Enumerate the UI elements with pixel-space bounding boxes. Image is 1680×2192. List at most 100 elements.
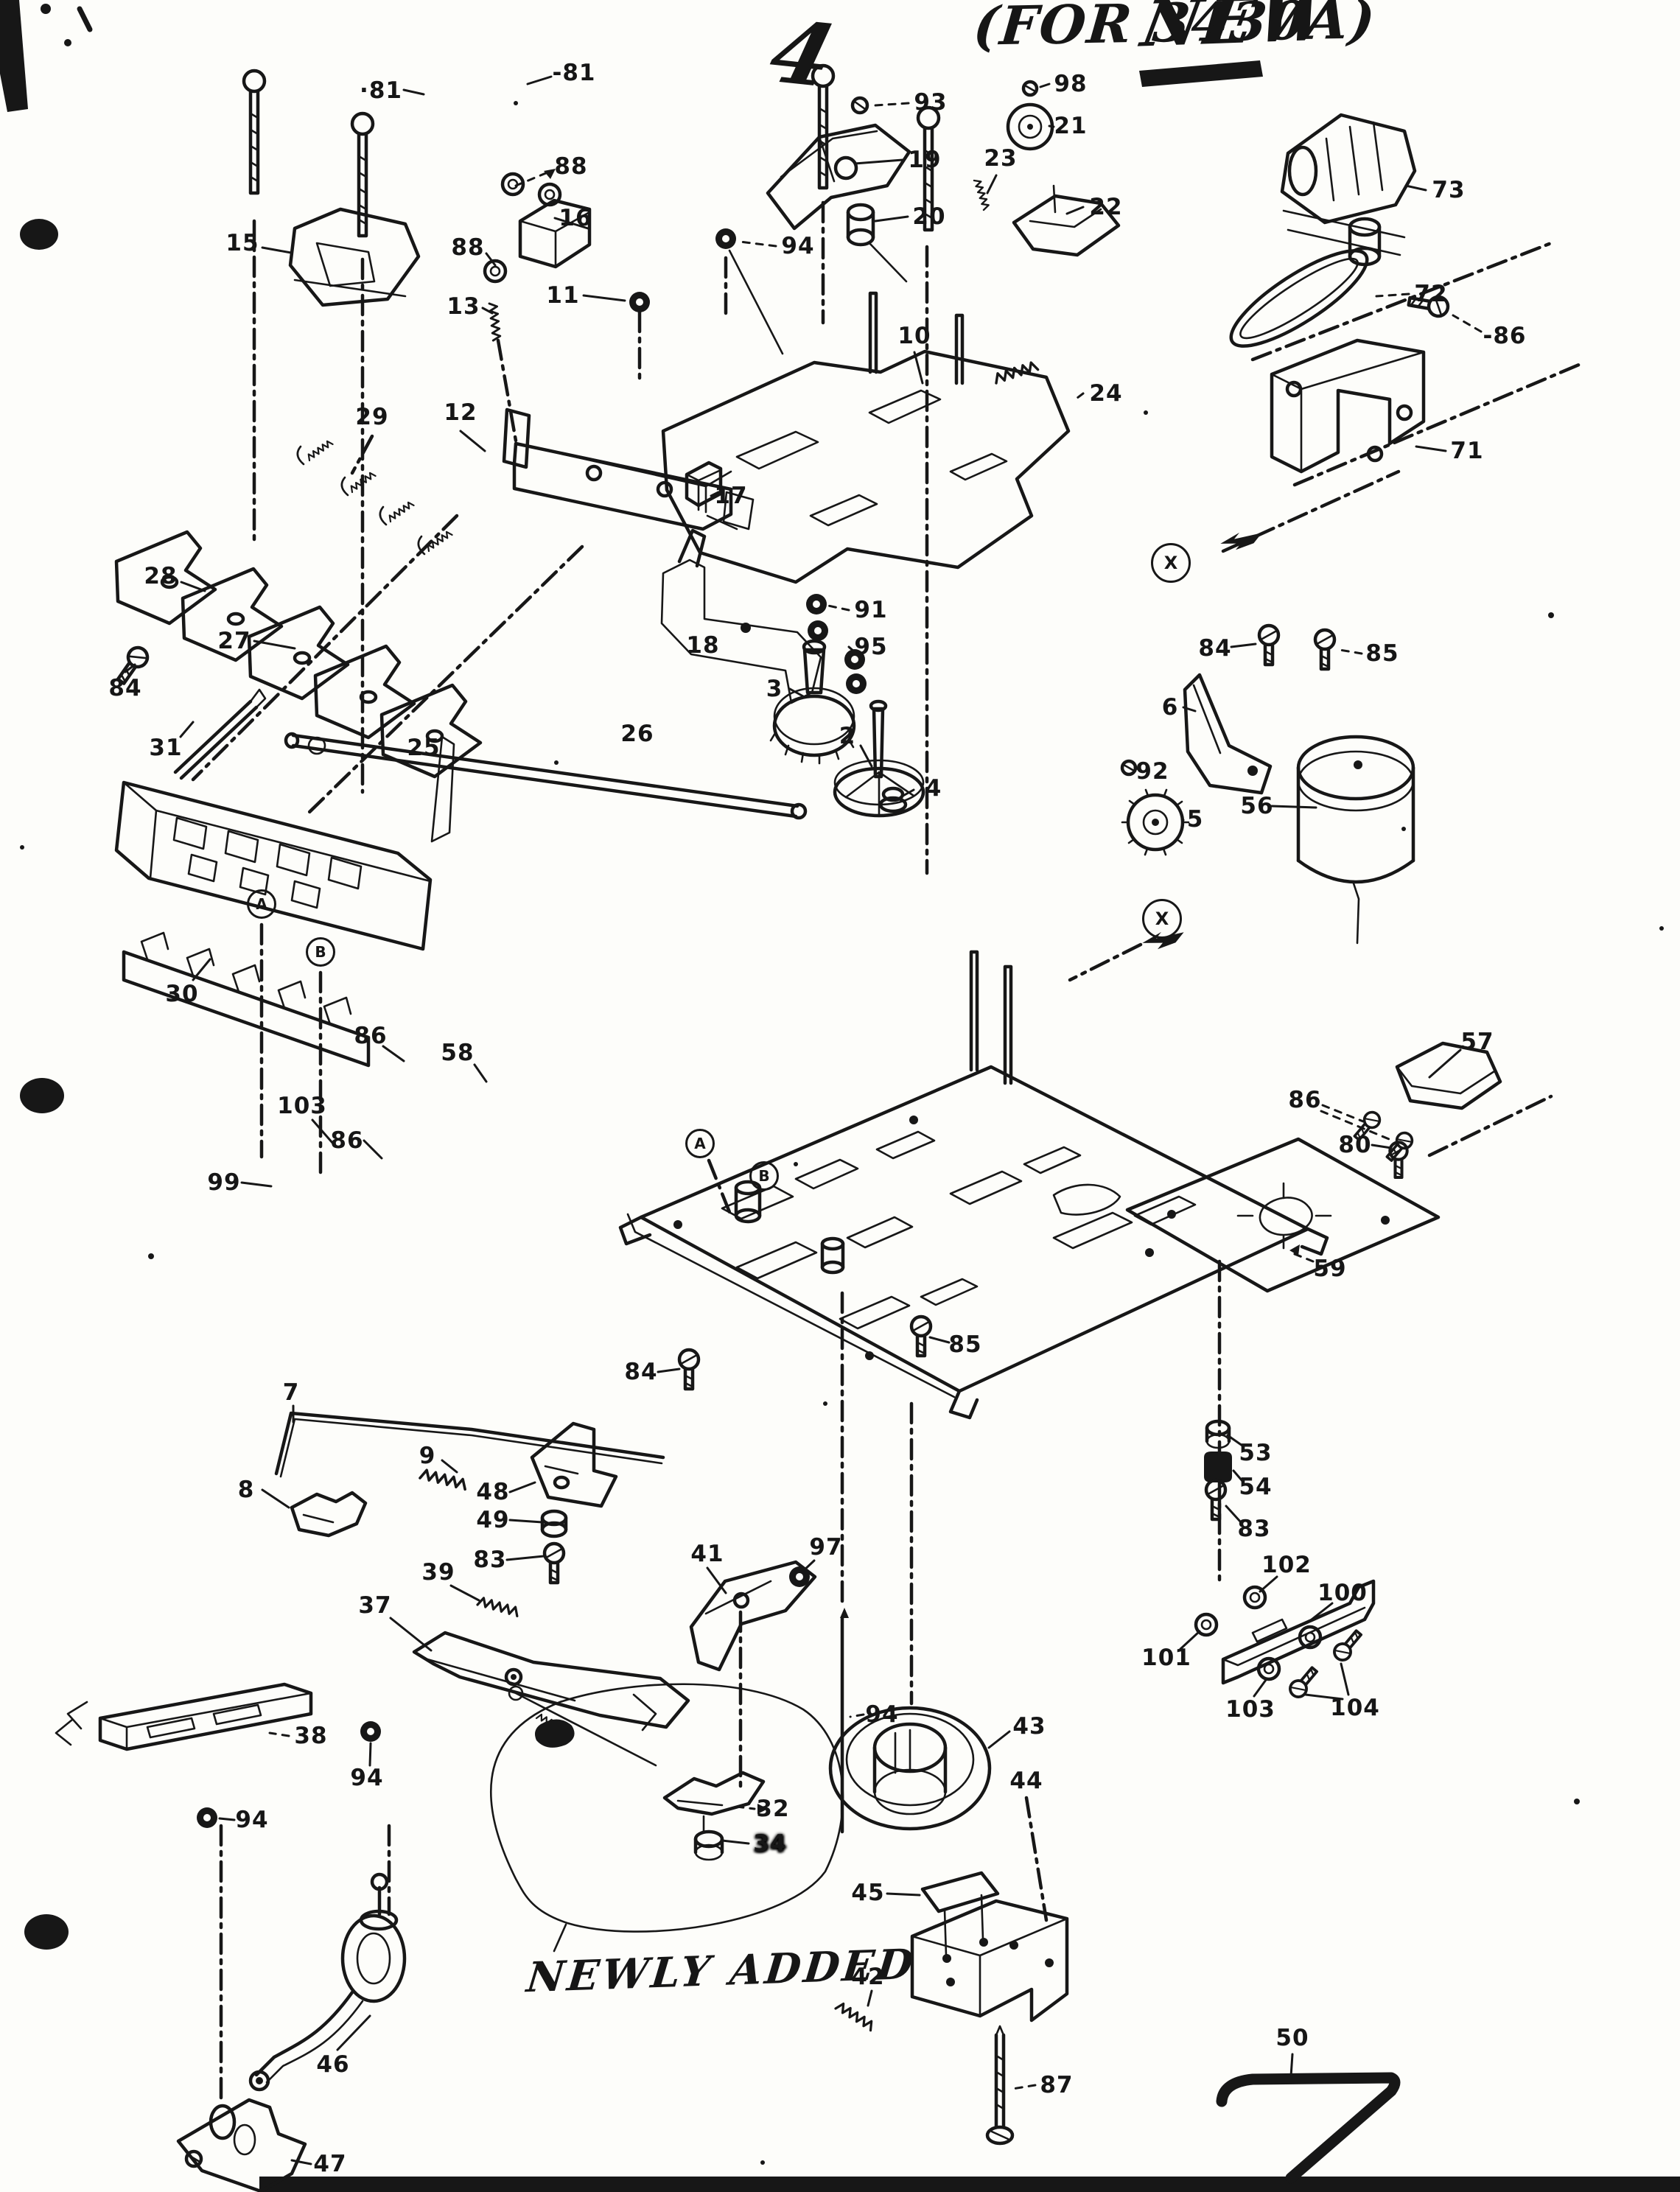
part-label-100-70: 100 (1317, 1580, 1368, 1606)
part-2-rotor (833, 699, 925, 818)
part-label-42-82: 42 (851, 1964, 885, 1990)
part-6-lever (1183, 673, 1273, 795)
part-label-56-43: 56 (1240, 793, 1274, 819)
part-32-clip (662, 1771, 766, 1834)
part-label-31-35: 31 (149, 735, 183, 761)
part-11-nut (629, 292, 650, 312)
part-label-98-18: 98 (1054, 71, 1088, 97)
part-label-95-29: 95 (854, 634, 888, 660)
part-label-103-72: 103 (1225, 1696, 1275, 1723)
part-48-bracket (530, 1421, 618, 1508)
part-label-57-44: 57 (1460, 1029, 1494, 1055)
part-label-32-77: 32 (756, 1796, 790, 1822)
part-30-guide-strip (122, 931, 371, 1068)
part-57-bracket (1349, 1041, 1502, 1177)
part-label-12-8: 12 (444, 399, 477, 426)
assembly-marker-b1: B (306, 937, 335, 967)
part-12-lever-bar (502, 407, 755, 531)
part-label-17-24: 17 (714, 483, 748, 509)
part-label-85-39: 85 (1365, 640, 1399, 667)
part-41-lever (689, 1560, 817, 1672)
part-label-94-75: 94 (350, 1765, 384, 1791)
part-label-26-26: 26 (620, 721, 654, 747)
new-underline (1139, 60, 1263, 87)
newly-added-loop (489, 1683, 844, 1953)
part-13-spring (488, 301, 502, 342)
part-label-81-0: ·81 (360, 77, 402, 104)
part-18-lever-wire (660, 528, 822, 704)
part-label-53-66: 53 (1239, 1440, 1273, 1466)
part-label-13-6: 13 (447, 293, 480, 320)
part-label-29-9: 29 (355, 404, 389, 430)
part-39-spring (476, 1595, 521, 1618)
part-label-20-13: 20 (912, 203, 946, 230)
part-21-pulley (1006, 80, 1054, 151)
part-94-washer-top (715, 228, 784, 355)
part-38-plate (55, 1682, 313, 1751)
part-label-22-14: 22 (1089, 194, 1123, 220)
part-label-43-79: 43 (1012, 1713, 1046, 1740)
part-label-2-30: 2 (839, 723, 856, 749)
part-53-54-83-column (1204, 1419, 1232, 1519)
part-label-38-74: 38 (294, 1723, 328, 1749)
part-label-88-4: 88 (451, 234, 485, 261)
part-label-84-53: 84 (624, 1359, 658, 1385)
part-label-39-61: 39 (421, 1559, 455, 1586)
part-label-8-57: 8 (237, 1477, 255, 1503)
part-92-screw (1120, 759, 1138, 777)
part-label-34-78: 34 (753, 1830, 787, 1857)
part-25-slider-plate (114, 780, 433, 951)
part-label-103-50: 103 (277, 1093, 327, 1119)
part-label-71-23: 71 (1450, 438, 1484, 464)
part-label-4-31: 4 (925, 775, 942, 802)
part-label-81-1: -81 (552, 60, 596, 86)
part-label-54-67: 54 (1239, 1474, 1273, 1500)
part-label-27-33: 27 (217, 628, 251, 654)
part-15-bracket (288, 207, 421, 307)
assembly-marker-a2: A (685, 1129, 715, 1158)
assembly-marker-b2: B (749, 1161, 779, 1191)
part-label-41-63: 41 (690, 1541, 724, 1567)
part-label-86-51: 86 (330, 1127, 364, 1154)
part-45-flag (920, 1871, 1000, 1963)
part-31-pin (173, 688, 267, 780)
part-26-shaft (284, 732, 808, 820)
handwritten-title-new: NEW (1136, 0, 1342, 62)
part-label-28-32: 28 (144, 563, 178, 589)
part-label-7-55: 7 (282, 1379, 300, 1406)
part-59-subplate (1125, 1137, 1441, 1293)
part-8-claw (290, 1491, 368, 1538)
part-84-85-screws-right (1259, 626, 1334, 669)
part-17-clip (685, 461, 723, 511)
part-label-80-46: 80 (1338, 1132, 1372, 1158)
part-label-19-11: 19 (908, 147, 942, 173)
part-3-gear (769, 639, 856, 765)
part-16-head-bracket (485, 174, 592, 281)
part-label-87-83: 87 (1040, 2072, 1074, 2098)
part-label-73-20: 73 (1432, 177, 1466, 203)
assembly-marker-x1: X (1151, 543, 1191, 583)
part-49-cap (540, 1509, 568, 1538)
part-label-3-27: 3 (766, 676, 783, 702)
part-label-94-76: 94 (235, 1807, 269, 1833)
part-97-washer-shaft (789, 1566, 849, 1834)
part-label-102-69: 102 (1261, 1552, 1312, 1578)
part-label-10-16: 10 (897, 323, 931, 349)
part-label-16-3: 16 (559, 205, 592, 231)
part-label-30-37: 30 (165, 981, 199, 1007)
part-34-cap (693, 1829, 724, 1861)
part-label-49-59: 49 (476, 1507, 510, 1533)
part-100-bracket-assembly (1196, 1579, 1376, 1702)
part-label-83-68: 83 (1237, 1516, 1271, 1542)
part-label-23-12: 23 (984, 145, 1018, 172)
part-label-46-84: 46 (316, 2051, 350, 2078)
part-46-pinch-roller-arm (248, 1872, 407, 2092)
assembly-marker-x2: X (1142, 899, 1182, 939)
part-label-25-36: 25 (407, 735, 441, 761)
part-5-gear-small (1121, 788, 1190, 856)
part-85-screw-chassis (911, 1317, 931, 1356)
part-label-58-49: 58 (441, 1040, 475, 1066)
part-label-59-47: 59 (1313, 1256, 1347, 1282)
part-label-104-73: 104 (1330, 1695, 1380, 1721)
